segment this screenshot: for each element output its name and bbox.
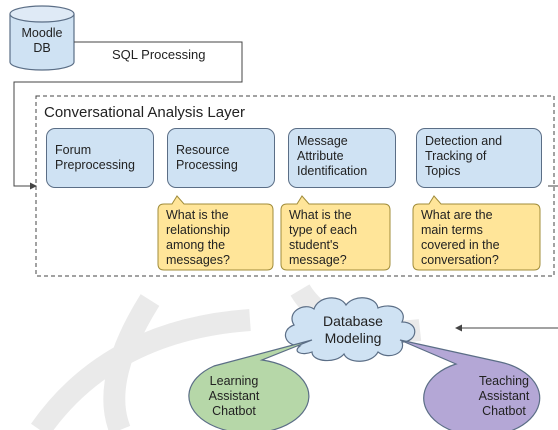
forum-preprocessing-box: Forum Preprocessing [46, 128, 154, 188]
learning-assistant-chatbot-label: Learning Assistant Chatbot [208, 374, 260, 418]
question-1-text: What is the relationship among the messa… [166, 208, 230, 267]
resource-processing-box: Resource Processing [167, 128, 275, 188]
resource-processing-label: Resource Processing [176, 143, 238, 172]
question-callout-3 [412, 195, 541, 271]
teaching-assistant-chatbot-bubble [399, 339, 541, 430]
conversational-analysis-layer-boundary [35, 95, 555, 277]
sql-processing-connector [13, 41, 243, 190]
question-3-text: What are the main terms covered in the c… [421, 208, 500, 267]
message-attribute-label: Message Attribute Identification [297, 134, 368, 178]
learning-assistant-chatbot-bubble [188, 339, 313, 430]
message-attribute-box: Message Attribute Identification [288, 128, 396, 188]
database-modeling-label: Database Modeling [323, 313, 383, 346]
moodle-db-label: Moodle DB [21, 26, 63, 55]
detection-topics-label: Detection and Tracking of Topics [425, 134, 503, 178]
database-modeling-cloud [284, 297, 416, 362]
question-callout-2 [280, 195, 391, 271]
forum-preprocessing-label: Forum Preprocessing [55, 143, 135, 172]
question-callout-1 [157, 195, 274, 271]
question-2-text: What is the type of each student's messa… [289, 208, 358, 267]
sql-processing-label: SQL Processing [112, 47, 206, 62]
layer-title: Conversational Analysis Layer [44, 104, 245, 121]
moodle-db-cylinder [9, 5, 75, 71]
teaching-assistant-chatbot-label: Teaching Assistant Chatbot [478, 374, 530, 418]
detection-topics-box: Detection and Tracking of Topics [416, 128, 542, 188]
